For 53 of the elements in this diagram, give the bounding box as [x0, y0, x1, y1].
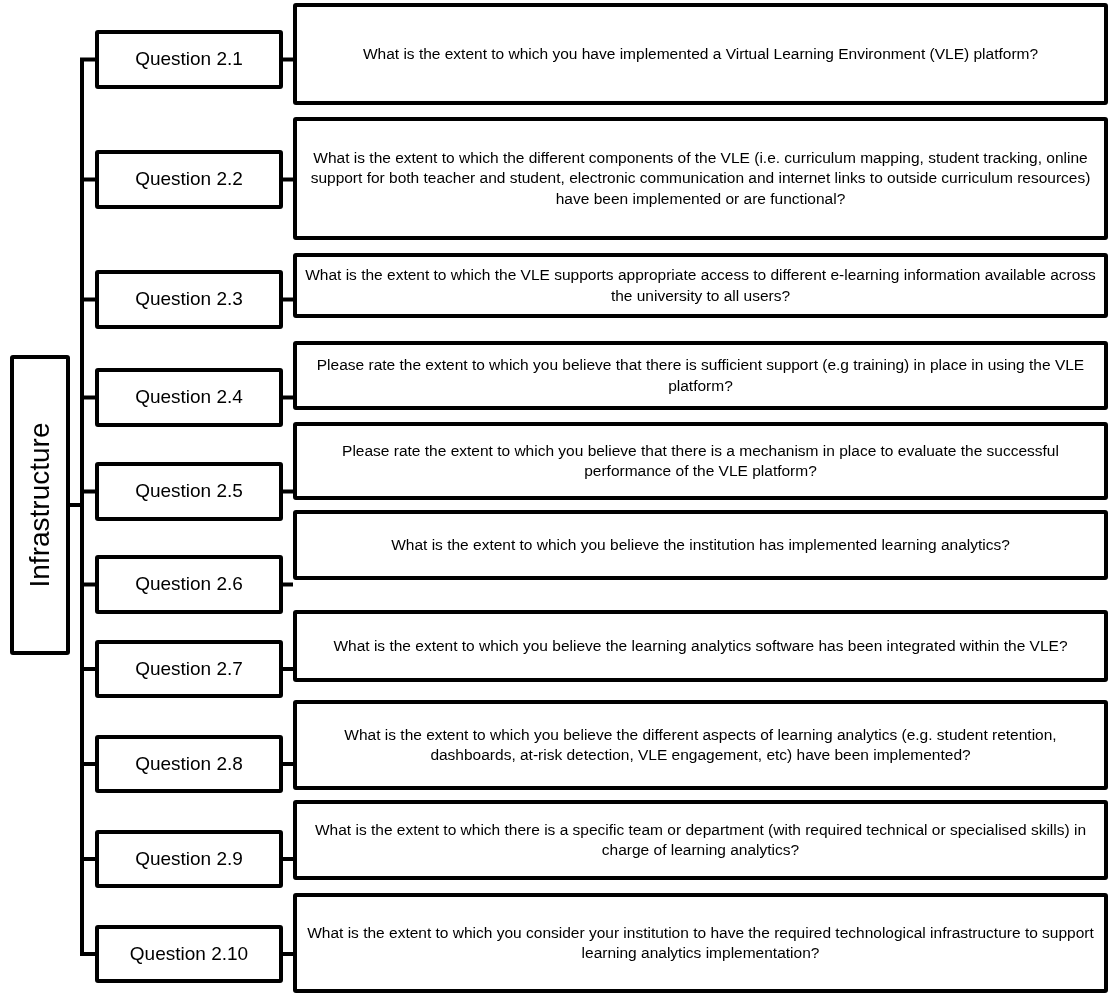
question-number: Question 2.5 — [135, 479, 243, 504]
connector-line — [283, 177, 293, 182]
question-text-box — [293, 253, 1108, 318]
question-label-box — [95, 150, 283, 209]
question-label-box — [95, 270, 283, 329]
question-text: What is the extent to which you believe the learning analytics software has been integrated within the VLE? — [332, 635, 1069, 656]
question-number: Question 2.10 — [129, 941, 249, 966]
question-text-box — [293, 422, 1108, 500]
connector-line — [283, 489, 293, 494]
question-number: Question 2.9 — [135, 846, 243, 871]
question-text: What is the extent to which you have implemented a Virtual Learning Environment (VLE) platform? — [361, 43, 1040, 64]
question-text: What is the extent to which you believe the different aspects of learning analytics (e.g. student retention, dashboards, at-risk detection, VLE engagement, etc) have been implemented? — [343, 724, 1058, 765]
connector-line — [283, 57, 293, 62]
connector-line — [283, 857, 293, 861]
question-number: Question 2.6 — [135, 572, 243, 597]
question-text-box — [293, 610, 1108, 682]
question-text-box — [293, 510, 1108, 580]
connector-line — [283, 952, 293, 956]
question-text: Please rate the extent to which you believe that there is sufficient support (e.g training) in place in using the VLE platform? — [315, 355, 1086, 396]
question-label-box — [95, 830, 283, 888]
category-label: Infrastructure — [23, 422, 56, 588]
question-label-box — [95, 640, 283, 698]
question-text-box — [293, 341, 1108, 410]
question-text-box — [293, 3, 1108, 105]
question-text: What is the extent to which you believe the institution has implemented learning analytics? — [390, 534, 1011, 555]
category-box — [10, 355, 70, 655]
question-label-box — [95, 368, 283, 427]
connector-line — [283, 762, 293, 766]
connector-line — [283, 297, 293, 302]
question-number: Question 2.4 — [135, 385, 243, 410]
question-text: What is the extent to which the VLE supports appropriate access to different e-learning information available across the university to all users? — [304, 265, 1097, 306]
question-number: Question 2.3 — [135, 287, 243, 312]
question-text: Please rate the extent to which you believe that there is a mechanism in place to evaluate the successful performance of the VLE platform? — [341, 440, 1060, 481]
connector-line — [283, 667, 293, 671]
question-text-box — [293, 117, 1108, 240]
connector-line — [70, 503, 95, 956]
question-text: What is the extent to which the different components of the VLE (i.e. curriculum mapping, student tracking, online support for both teacher and student, electronic communication and internet links to outside curriculum resources) have been implemented or are functional? — [309, 148, 1092, 209]
question-label-box — [95, 555, 283, 614]
question-number: Question 2.2 — [135, 167, 243, 192]
question-label-box — [95, 30, 283, 89]
question-label-box — [95, 925, 283, 983]
question-label-box — [95, 462, 283, 521]
question-number: Question 2.7 — [135, 656, 243, 681]
question-number: Question 2.8 — [135, 751, 243, 776]
question-text-box — [293, 800, 1108, 880]
question-text-box — [293, 893, 1108, 993]
question-number: Question 2.1 — [135, 47, 243, 72]
connector-line — [283, 395, 293, 400]
question-label-box — [95, 735, 283, 793]
connector-line — [283, 582, 293, 587]
question-text: What is the extent to which you consider your institution to have the required technological infrastructure to support learning analytics implementation? — [306, 922, 1095, 963]
question-text-box — [293, 700, 1108, 790]
question-text: What is the extent to which there is a specific team or department (with required technical or specialised skills) in charge of learning analytics? — [313, 819, 1087, 860]
